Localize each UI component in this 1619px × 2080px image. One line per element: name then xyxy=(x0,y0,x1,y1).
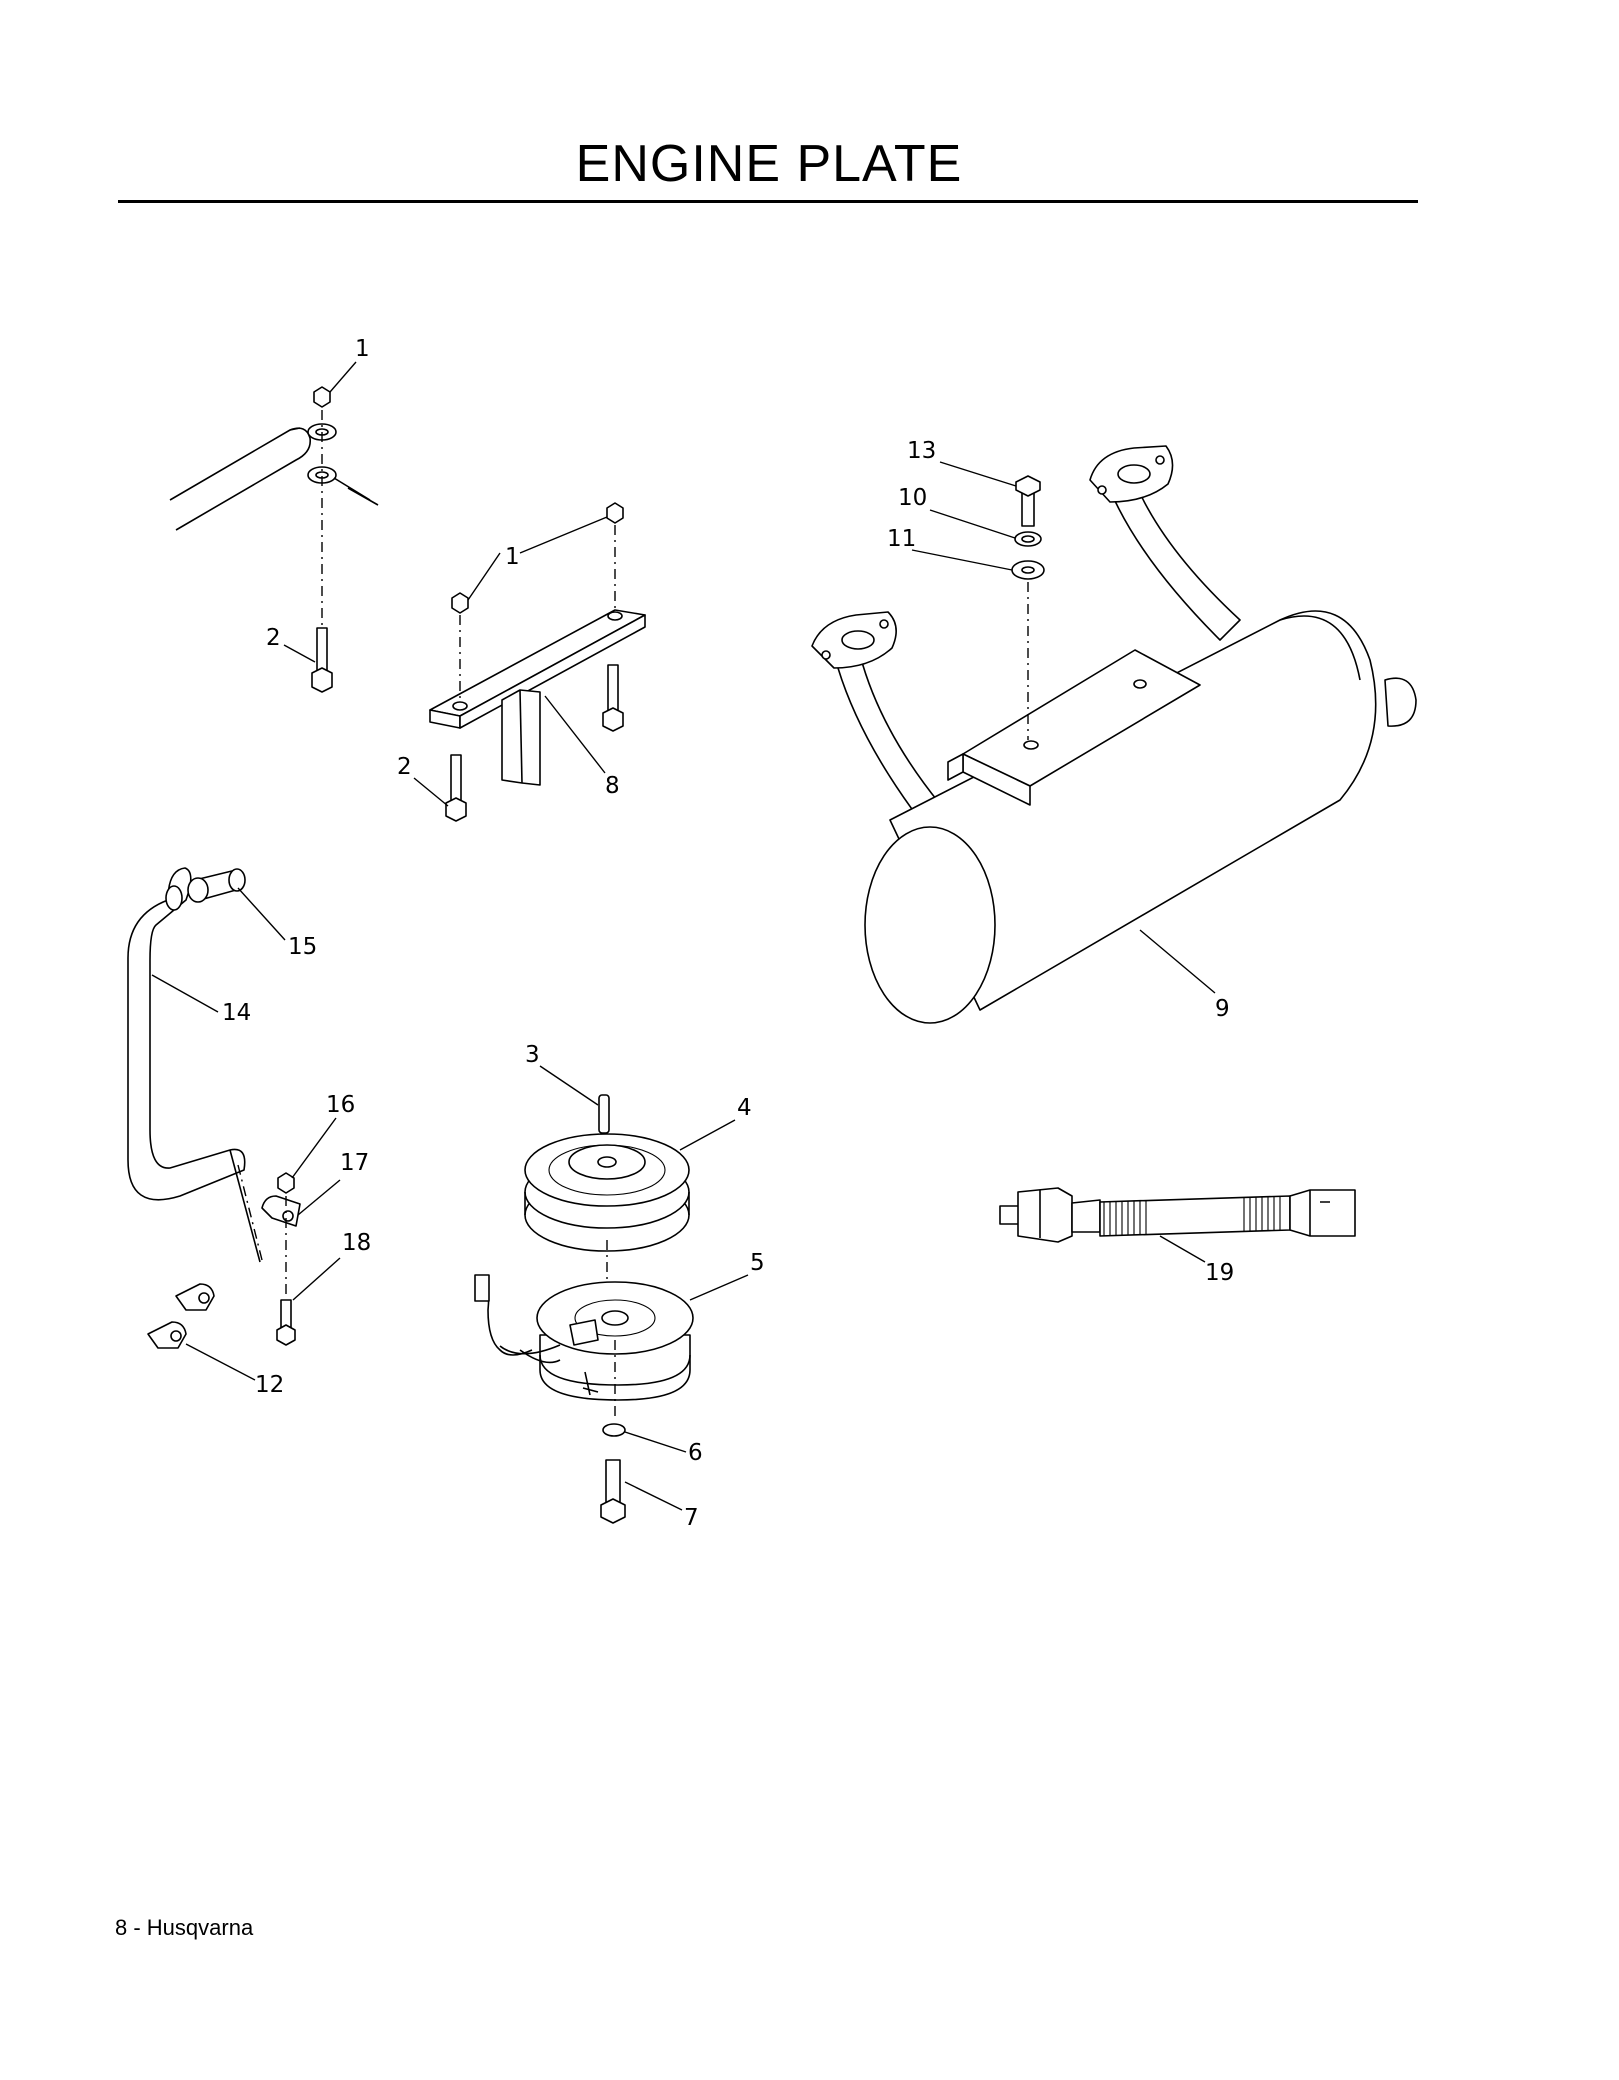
callout-1-bracket: 1 xyxy=(467,516,608,601)
callout-2-bracket: 2 xyxy=(397,754,449,807)
svg-text:4: 4 xyxy=(737,1095,752,1121)
muffler-assembly xyxy=(811,445,1417,1024)
svg-text:9: 9 xyxy=(1215,996,1230,1022)
svg-text:11: 11 xyxy=(887,526,916,552)
drain-tube-assembly xyxy=(127,867,301,1349)
callout-8: 8 xyxy=(544,695,620,799)
wire-harness xyxy=(999,1187,1356,1243)
callout-5: 5 xyxy=(689,1250,765,1301)
callout-11: 11 xyxy=(887,526,1013,571)
svg-text:1: 1 xyxy=(505,544,520,570)
callout-16: 16 xyxy=(291,1092,355,1179)
svg-text:19: 19 xyxy=(1205,1260,1234,1286)
callout-18: 18 xyxy=(292,1230,371,1301)
svg-text:8: 8 xyxy=(605,773,620,799)
engine-plate-bracket xyxy=(429,502,646,822)
callout-3: 3 xyxy=(525,1042,599,1106)
callout-9: 9 xyxy=(1139,929,1230,1022)
callout-15: 15 xyxy=(237,887,317,960)
callout-1-top: 1 xyxy=(329,336,370,393)
callout-12: 12 xyxy=(185,1343,284,1398)
callout-13: 13 xyxy=(907,438,1017,487)
callout-4: 4 xyxy=(679,1095,752,1151)
callout-10: 10 xyxy=(898,485,1016,539)
svg-text:15: 15 xyxy=(288,934,317,960)
page-title: ENGINE PLATE xyxy=(575,135,963,193)
svg-text:16: 16 xyxy=(326,1092,355,1118)
svg-text:17: 17 xyxy=(340,1150,369,1176)
svg-text:14: 14 xyxy=(222,1000,251,1026)
svg-text:7: 7 xyxy=(684,1505,699,1531)
svg-text:6: 6 xyxy=(688,1440,703,1466)
title-rule xyxy=(118,200,1418,203)
callout-17: 17 xyxy=(297,1150,369,1216)
pto-clutch-assembly xyxy=(474,1094,694,1524)
svg-text:12: 12 xyxy=(255,1372,284,1398)
svg-text:10: 10 xyxy=(898,485,927,511)
callout-14: 14 xyxy=(151,974,251,1026)
svg-text:2: 2 xyxy=(397,754,412,780)
callout-2-left: 2 xyxy=(266,625,316,663)
callout-6: 6 xyxy=(624,1431,703,1466)
callout-19: 19 xyxy=(1159,1235,1234,1286)
svg-text:1: 1 xyxy=(355,336,370,362)
svg-text:5: 5 xyxy=(750,1250,765,1276)
svg-text:18: 18 xyxy=(342,1230,371,1256)
svg-text:13: 13 xyxy=(907,438,936,464)
page-footer: 8 - Husqvarna xyxy=(115,1915,254,1940)
svg-text:2: 2 xyxy=(266,625,281,651)
callout-7: 7 xyxy=(624,1481,699,1531)
battery-cable-assembly xyxy=(169,386,379,693)
svg-text:3: 3 xyxy=(525,1042,540,1068)
